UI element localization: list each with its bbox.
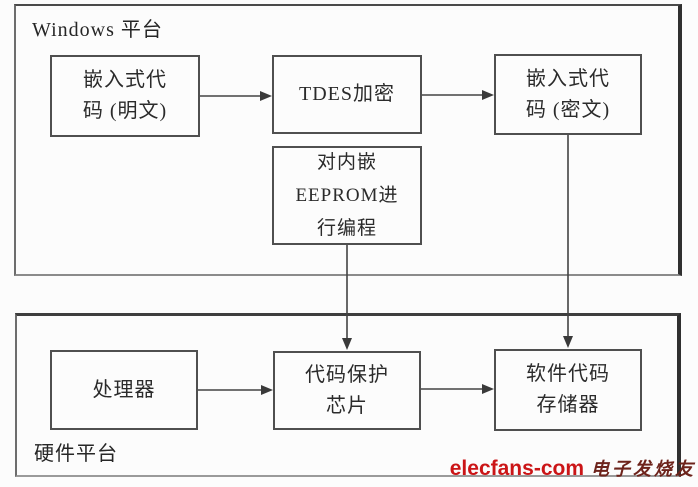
box-tdes-encryption: TDES加密 (272, 55, 422, 134)
box-software-code-memory: 软件代码 存储器 (494, 349, 642, 431)
windows-platform-container: Windows 平台 (14, 4, 682, 276)
watermark-separator: - (533, 457, 541, 480)
watermark-domain: com (540, 457, 584, 480)
watermark: elecfans-com 电子发烧友 (450, 455, 696, 481)
box-code-protection-chip: 代码保护 芯片 (273, 351, 421, 430)
watermark-logo: elecfans-com (450, 457, 584, 481)
watermark-slogan: 电子发烧友 (591, 459, 696, 479)
watermark-brand: elecfans (449, 457, 534, 480)
box-processor: 处理器 (50, 350, 198, 430)
hardware-platform-label: 硬件平台 (34, 443, 118, 465)
box-eeprom-programming: 对内嵌 EEPROM进 行编程 (272, 146, 422, 245)
windows-platform-label: Windows 平台 (32, 19, 163, 41)
hardware-platform-container: 硬件平台 (15, 313, 681, 477)
box-embedded-code-ciphertext: 嵌入式代 码 (密文) (494, 54, 642, 135)
box-embedded-code-plaintext: 嵌入式代 码 (明文) (50, 55, 200, 137)
